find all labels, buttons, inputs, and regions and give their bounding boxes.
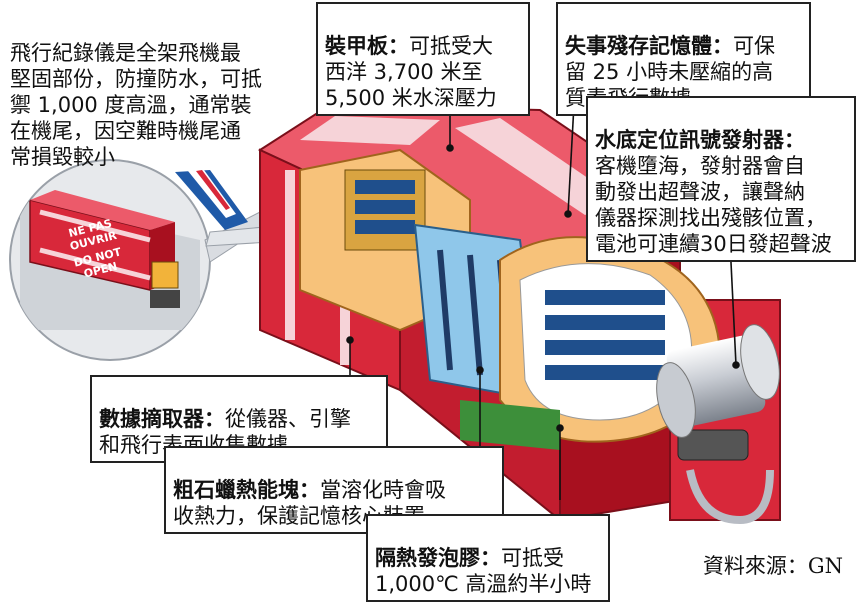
cutaway-interior <box>299 148 722 450</box>
connector-port <box>677 429 749 461</box>
callout-foam-heading: 隔熱發泡膠： <box>375 545 501 570</box>
plane-tail-icon <box>175 170 276 247</box>
source-credit: 資料來源：GN <box>702 554 843 578</box>
callout-interface-heading: 數據摘取器： <box>99 406 225 431</box>
callout-beacon-body: 客機墮海，發射器會自 動發出超聲波，讓聲納 儀器探測找出殘骸位置， 電池可連續3… <box>595 154 832 256</box>
callout-insulation-foam: 隔熱發泡膠：可抵受 1,000℃ 高溫約半小時 <box>366 514 610 602</box>
callout-wax-heading: 粗石蠟熱能塊： <box>173 477 320 502</box>
callout-armor-heading: 裝甲板： <box>325 33 409 58</box>
callout-memory-heading: 失事殘存記憶體： <box>565 33 733 58</box>
callout-armor-plate: 裝甲板：可抵受大 西洋 3,700 米至 5,500 米水深壓力 <box>316 2 530 116</box>
memory-board <box>460 400 560 450</box>
beacon-cylinder <box>656 324 780 438</box>
callout-underwater-beacon: 水底定位訊號發射器： 客機墮海，發射器會自 動發出超聲波，讓聲納 儀器探測找出殘… <box>586 96 856 262</box>
intro-text: 飛行紀錄儀是全架飛機最 堅固部份，防撞防水，可抵 禦 1,000 度高溫，通常裝… <box>10 41 262 169</box>
handle <box>686 469 774 525</box>
callout-armor-body: 可抵受大 西洋 3,700 米至 5,500 米水深壓力 <box>325 34 497 110</box>
inset-connector <box>150 290 180 308</box>
magnifier-inset: NE PAS OUVRIR DO NOT OPEN <box>9 159 263 361</box>
callout-beacon-heading: 水底定位訊號發射器： <box>595 127 805 152</box>
callout-paraffin-block: 粗石蠟熱能塊：當溶化時會吸 收熱力，保護記憶核心裝置 <box>164 446 504 534</box>
